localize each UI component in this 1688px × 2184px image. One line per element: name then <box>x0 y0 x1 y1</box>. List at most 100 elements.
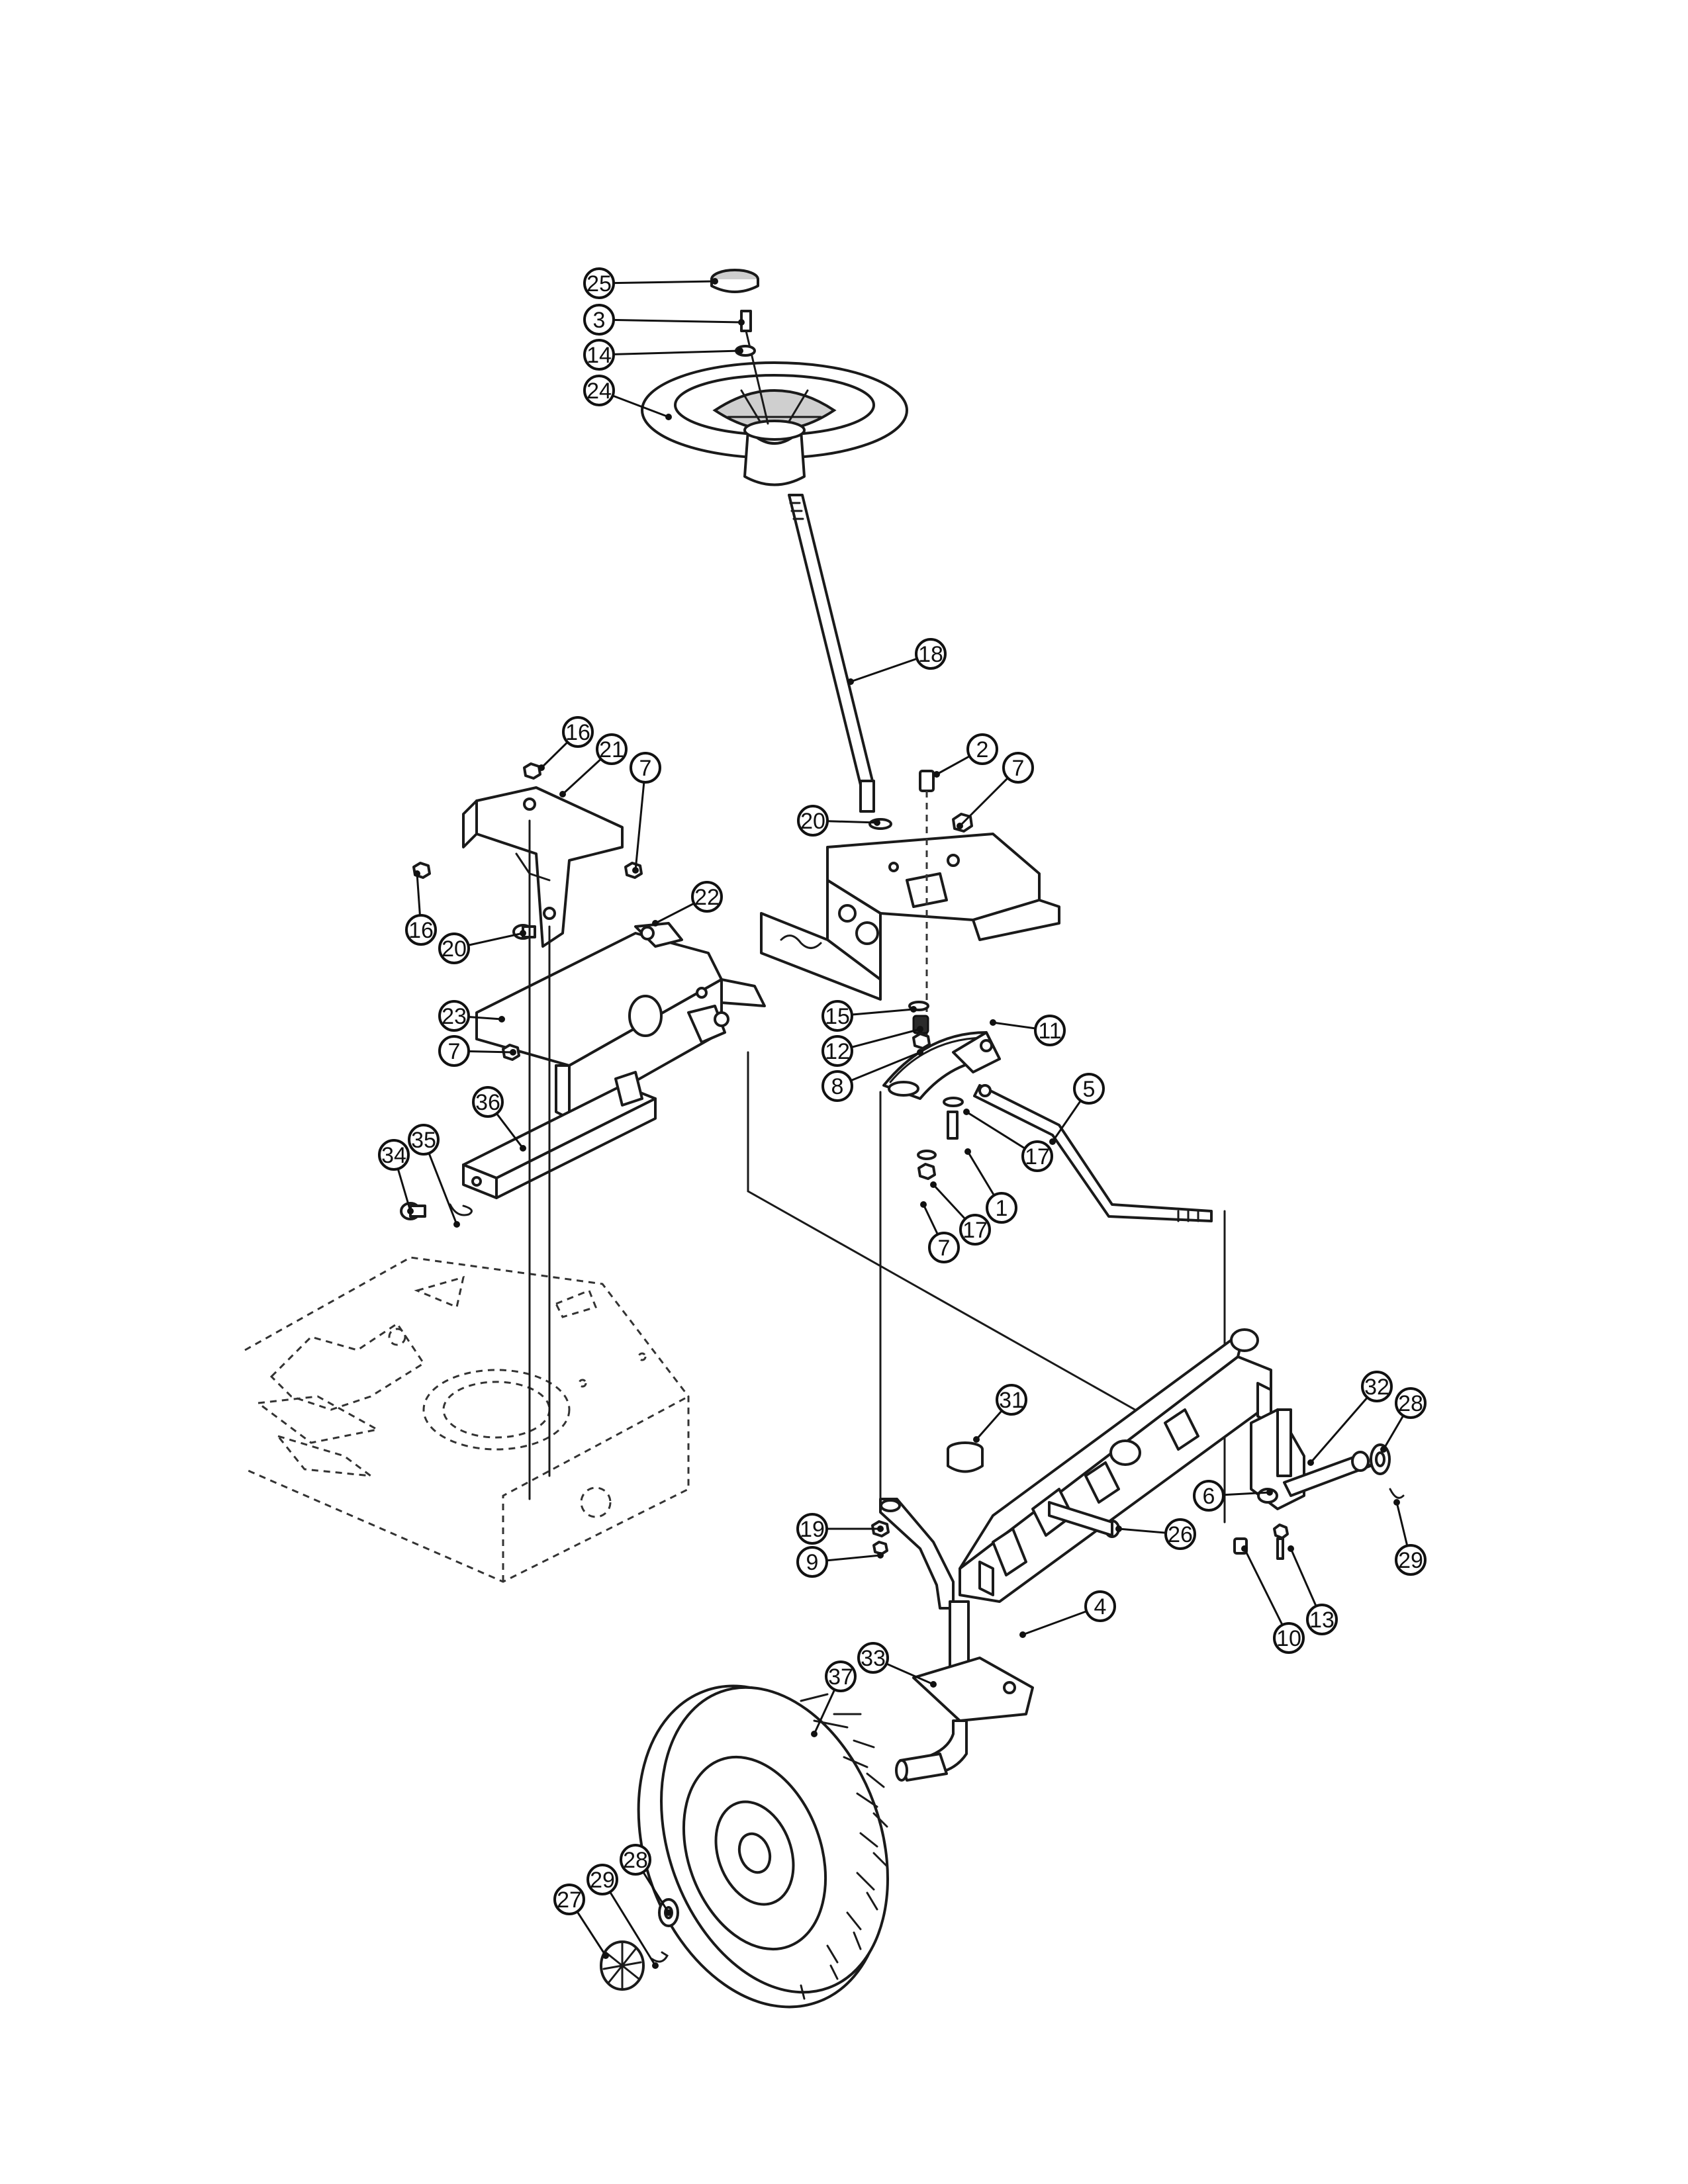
callout-number: 8 <box>831 1074 844 1099</box>
callout-c16a: 16 <box>538 716 594 771</box>
bracket-bolt-top <box>523 762 541 780</box>
leader-arrowhead <box>990 1019 996 1026</box>
leader-arrowhead <box>877 1552 884 1559</box>
leader-arrowhead <box>910 1006 917 1013</box>
support-rail <box>462 1071 657 1199</box>
spindle-cotter <box>1389 1488 1405 1499</box>
callout-number: 28 <box>1398 1391 1423 1416</box>
callout-c7c: 7 <box>438 1035 516 1067</box>
assembly-lines <box>528 819 1226 1524</box>
callout-number: 15 <box>825 1004 850 1029</box>
callout-c9: 9 <box>796 1546 884 1578</box>
leader-arrowhead <box>1266 1489 1273 1496</box>
leader-arrowhead <box>930 1681 937 1688</box>
right-spindle <box>1250 1408 1372 1510</box>
callout-number: 17 <box>1025 1144 1050 1169</box>
leader-arrowhead <box>652 920 659 927</box>
leader-arrowhead <box>1307 1459 1314 1466</box>
callout-c20a: 20 <box>797 805 880 837</box>
callout-number: 35 <box>411 1128 436 1153</box>
callout-number: 3 <box>593 308 606 333</box>
leader-arrowhead <box>877 1525 884 1532</box>
rail-pin <box>400 1202 426 1220</box>
callout-circle <box>438 1035 470 1067</box>
leader-arrowhead <box>973 1436 980 1443</box>
left-spindle <box>879 1498 1034 1782</box>
callout-number: 7 <box>448 1039 461 1064</box>
shaft-washer-upper <box>868 818 892 830</box>
leader-arrowhead <box>811 1731 818 1737</box>
sector-gear <box>882 1031 1001 1100</box>
steering-support-bracket <box>760 833 1060 1001</box>
callout-c20b: 20 <box>438 930 526 964</box>
callout-circle <box>1002 752 1034 784</box>
callout-c34: 34 <box>378 1139 414 1214</box>
hub-cap <box>600 1940 645 1991</box>
leader-arrowhead <box>874 819 880 826</box>
callout-number: 24 <box>586 379 612 404</box>
callout-circle <box>1395 1544 1427 1576</box>
callout-number: 33 <box>861 1646 886 1671</box>
callout-number: 9 <box>806 1550 819 1575</box>
leader-arrowhead <box>652 1962 659 1969</box>
axle-pivot-bolt <box>1048 1501 1120 1538</box>
callout-circle <box>438 933 470 964</box>
callout-circle <box>796 1513 828 1545</box>
callout-c16b: 16 <box>405 870 437 946</box>
leader-line <box>601 1879 657 1966</box>
spindle-bolt <box>1233 1524 1289 1560</box>
callout-number: 23 <box>442 1004 467 1029</box>
steering-cap <box>710 269 759 293</box>
leader-arrowhead <box>847 678 854 685</box>
callout-number: 34 <box>381 1143 406 1168</box>
leader-arrowhead <box>407 1208 414 1214</box>
callout-circle <box>996 1384 1027 1416</box>
callout-circle <box>821 1070 853 1102</box>
bracket-bolt <box>919 770 935 1046</box>
callout-circle <box>583 375 615 406</box>
callout-c25: 25 <box>583 267 718 299</box>
callout-number: 12 <box>825 1039 850 1064</box>
callout-number: 28 <box>623 1848 648 1873</box>
callout-c15: 15 <box>821 1000 917 1032</box>
callout-number: 18 <box>918 642 943 667</box>
callout-circle <box>1306 1604 1338 1635</box>
axle-cap <box>947 1441 984 1473</box>
callout-circle <box>553 1884 585 1915</box>
callout-number: 6 <box>1203 1484 1215 1509</box>
callout-c8: 8 <box>821 1049 923 1102</box>
callout-circle <box>821 1035 853 1067</box>
callout-number: 19 <box>800 1517 825 1542</box>
callout-circle <box>1164 1518 1196 1550</box>
leader-arrowhead <box>930 1181 937 1188</box>
callout-circle <box>408 1124 440 1156</box>
tractor-frame <box>244 1256 690 1583</box>
callout-c35: 35 <box>408 1124 460 1228</box>
steering-wheel <box>641 361 908 486</box>
callout-circle <box>562 716 594 748</box>
callout-circle <box>583 339 615 371</box>
callout-c3: 3 <box>583 304 745 336</box>
callout-circle <box>583 304 615 336</box>
callout-c28a: 28 <box>1380 1387 1427 1453</box>
callout-number: 20 <box>800 809 825 834</box>
callout-c12: 12 <box>821 1026 923 1067</box>
leader-arrowhead <box>1241 1545 1248 1552</box>
callout-circle <box>915 638 947 670</box>
callout-number: 37 <box>828 1664 853 1690</box>
callout-c11: 11 <box>990 1015 1066 1046</box>
leader-arrowhead <box>957 823 963 829</box>
callout-circle <box>986 1192 1017 1224</box>
callout-circle <box>1193 1480 1225 1512</box>
callout-c32: 32 <box>1307 1371 1393 1466</box>
leader-line <box>598 349 741 356</box>
hub-cotter-pin <box>651 1951 669 1963</box>
callout-c4: 4 <box>1019 1590 1116 1638</box>
pinion-gear <box>912 1015 931 1050</box>
callout-c24: 24 <box>583 375 672 420</box>
callout-circle <box>1361 1371 1393 1402</box>
drag-link <box>973 1084 1213 1222</box>
callout-circle <box>620 1844 651 1876</box>
callout-circle <box>1395 1387 1427 1419</box>
